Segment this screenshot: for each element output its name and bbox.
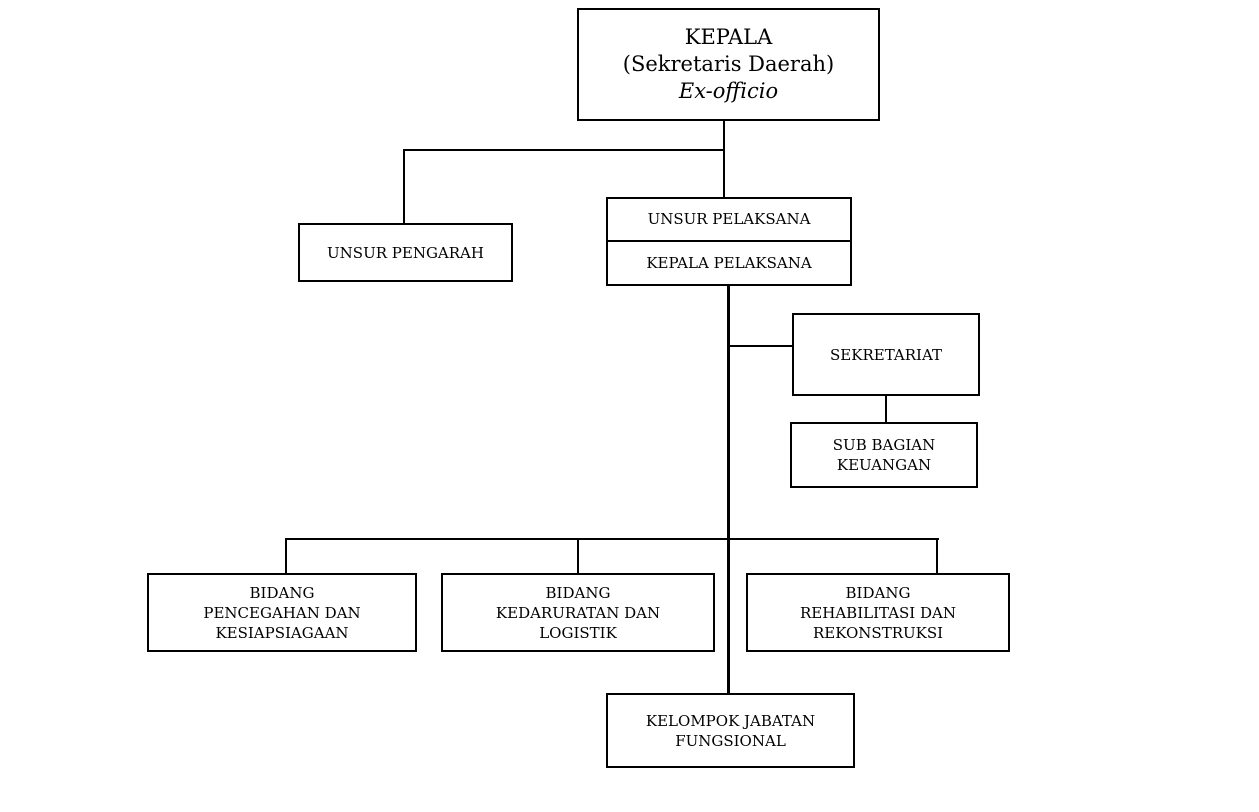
sub-bagian-line-1: SUB BAGIAN	[832, 436, 936, 454]
fungsional-line-2: FUNGSIONAL	[675, 731, 786, 750]
unsur-pelaksana-header: UNSUR PELAKSANA	[608, 199, 850, 242]
bidang-2-line-2: KEDARURATAN DAN	[495, 603, 661, 622]
kelompok-jabatan-fungsional-box: KELOMPOK JABATAN FUNGSIONAL	[606, 693, 855, 768]
fungsional-line-1: KELOMPOK JABATAN	[645, 711, 816, 730]
connector-bidang-3	[936, 538, 938, 574]
bidang-rehabilitasi-box: BIDANG REHABILITASI DAN REKONSTRUKSI	[746, 573, 1010, 652]
connector-bidang-horizontal	[285, 538, 939, 540]
kepala-note: Ex-officio	[678, 79, 779, 103]
sekretariat-label: SEKRETARIAT	[830, 345, 942, 364]
unsur-pelaksana-box: UNSUR PELAKSANA KEPALA PELAKSANA	[606, 197, 852, 286]
bidang-3-line-3: REKONSTRUKSI	[812, 623, 944, 642]
connector-bidang-2	[577, 538, 579, 574]
connector-pengarah-horizontal	[403, 149, 725, 151]
connector-sub-bagian	[885, 394, 887, 424]
kepala-pelaksana-label: KEPALA PELAKSANA	[646, 253, 812, 272]
sub-bagian-line-2: KEUANGAN	[836, 456, 932, 474]
bidang-3-line-1: BIDANG	[845, 583, 911, 602]
bidang-1-line-3: KESIAPSIAGAAN	[215, 623, 349, 642]
sub-bagian-keuangan-box: SUB BAGIAN KEUANGAN	[790, 422, 978, 488]
bidang-pencegahan-box: BIDANG PENCEGAHAN DAN KESIAPSIAGAAN	[147, 573, 417, 652]
bidang-1-line-2: PENCEGAHAN DAN	[203, 603, 361, 622]
connector-bidang-1	[285, 538, 287, 574]
kepala-subtitle: (Sekretaris Daerah)	[622, 52, 835, 76]
unsur-pengarah-box: UNSUR PENGARAH	[298, 223, 513, 282]
connector-pelaksana-trunk	[727, 285, 730, 694]
unsur-pelaksana-label: UNSUR PELAKSANA	[647, 210, 811, 229]
kepala-box: KEPALA (Sekretaris Daerah) Ex-officio	[577, 8, 880, 121]
bidang-3-line-2: REHABILITASI DAN	[800, 603, 956, 622]
bidang-1-line-1: BIDANG	[249, 583, 315, 602]
connector-sekretariat	[729, 345, 793, 347]
bidang-2-line-3: LOGISTIK	[539, 623, 617, 642]
unsur-pengarah-label: UNSUR PENGARAH	[327, 243, 484, 262]
connector-head-down	[723, 120, 725, 198]
bidang-2-line-1: BIDANG	[545, 583, 611, 602]
bidang-kedaruratan-box: BIDANG KEDARURATAN DAN LOGISTIK	[441, 573, 715, 652]
sekretariat-box: SEKRETARIAT	[792, 313, 980, 396]
kepala-title: KEPALA	[684, 25, 773, 49]
kepala-pelaksana-section: KEPALA PELAKSANA	[608, 242, 850, 285]
connector-pengarah-down	[403, 149, 405, 224]
